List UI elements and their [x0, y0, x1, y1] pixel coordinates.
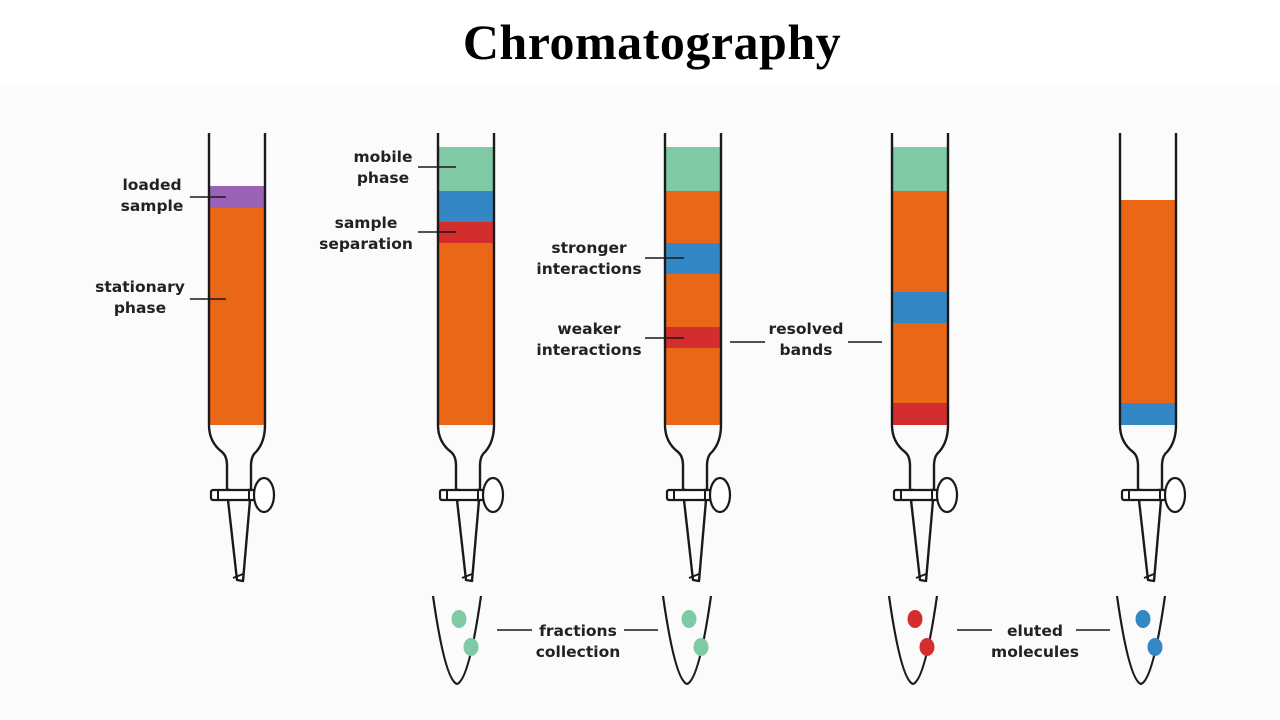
mobile-phase-band: [665, 147, 721, 191]
stationary-phase-band: [438, 243, 494, 425]
label-mobile-phase-line2: phase: [357, 169, 409, 187]
column-2: [436, 131, 505, 583]
labels: loaded sample stationary phase mobile ph…: [95, 148, 1079, 661]
label-weaker-interactions-line1: weaker: [557, 320, 621, 338]
blue-band: [892, 292, 948, 323]
blue-droplet: [1147, 638, 1163, 656]
green-droplet: [451, 610, 467, 628]
page-title: Chromatography: [462, 14, 842, 70]
label-stationary-phase-line1: stationary: [95, 278, 185, 296]
label-stronger-interactions-line2: interactions: [536, 260, 641, 278]
label-stationary-phase-line2: phase: [114, 299, 166, 317]
green-droplet: [463, 638, 479, 656]
stationary-phase-band: [1120, 200, 1176, 403]
red-droplet: [907, 610, 923, 628]
red-droplet: [919, 638, 935, 656]
stationary-phase-band: [209, 208, 265, 425]
label-eluted-molecules-line1: eluted: [1007, 622, 1063, 640]
tube-2: [661, 594, 713, 686]
tube-4: [1115, 594, 1167, 686]
red-band: [438, 222, 494, 243]
column-5: [1118, 131, 1187, 583]
blue-droplet: [1135, 610, 1151, 628]
column-1: [207, 131, 276, 583]
label-sample-separation-line2: separation: [319, 235, 413, 253]
leader-lines: [190, 166, 1110, 631]
mobile-phase-band: [438, 147, 494, 191]
red-band: [665, 327, 721, 348]
label-resolved-bands-line2: bands: [780, 341, 833, 359]
tube-3: [887, 594, 939, 686]
label-loaded-sample-line2: sample: [121, 197, 184, 215]
label-stronger-interactions-line1: stronger: [551, 239, 627, 257]
blue-band: [438, 191, 494, 222]
label-fractions-collection-line1: fractions: [539, 622, 617, 640]
column-3: [663, 131, 732, 583]
red-band: [892, 403, 948, 425]
mobile-phase-band: [892, 147, 948, 191]
label-resolved-bands-line1: resolved: [768, 320, 843, 338]
green-droplet: [693, 638, 709, 656]
label-weaker-interactions-line2: interactions: [536, 341, 641, 359]
column-4: [890, 131, 959, 583]
label-fractions-collection-line2: collection: [536, 643, 621, 661]
label-loaded-sample-line1: loaded: [122, 176, 181, 194]
label-sample-separation-line1: sample: [335, 214, 398, 232]
label-mobile-phase-line1: mobile: [353, 148, 412, 166]
green-droplet: [681, 610, 697, 628]
label-eluted-molecules-line2: molecules: [991, 643, 1079, 661]
title-bar: Chromatography: [0, 0, 1280, 84]
tube-1: [431, 594, 483, 686]
blue-band: [1120, 403, 1176, 425]
stationary-phase-band: [665, 191, 721, 425]
loaded-sample-band: [209, 186, 265, 208]
